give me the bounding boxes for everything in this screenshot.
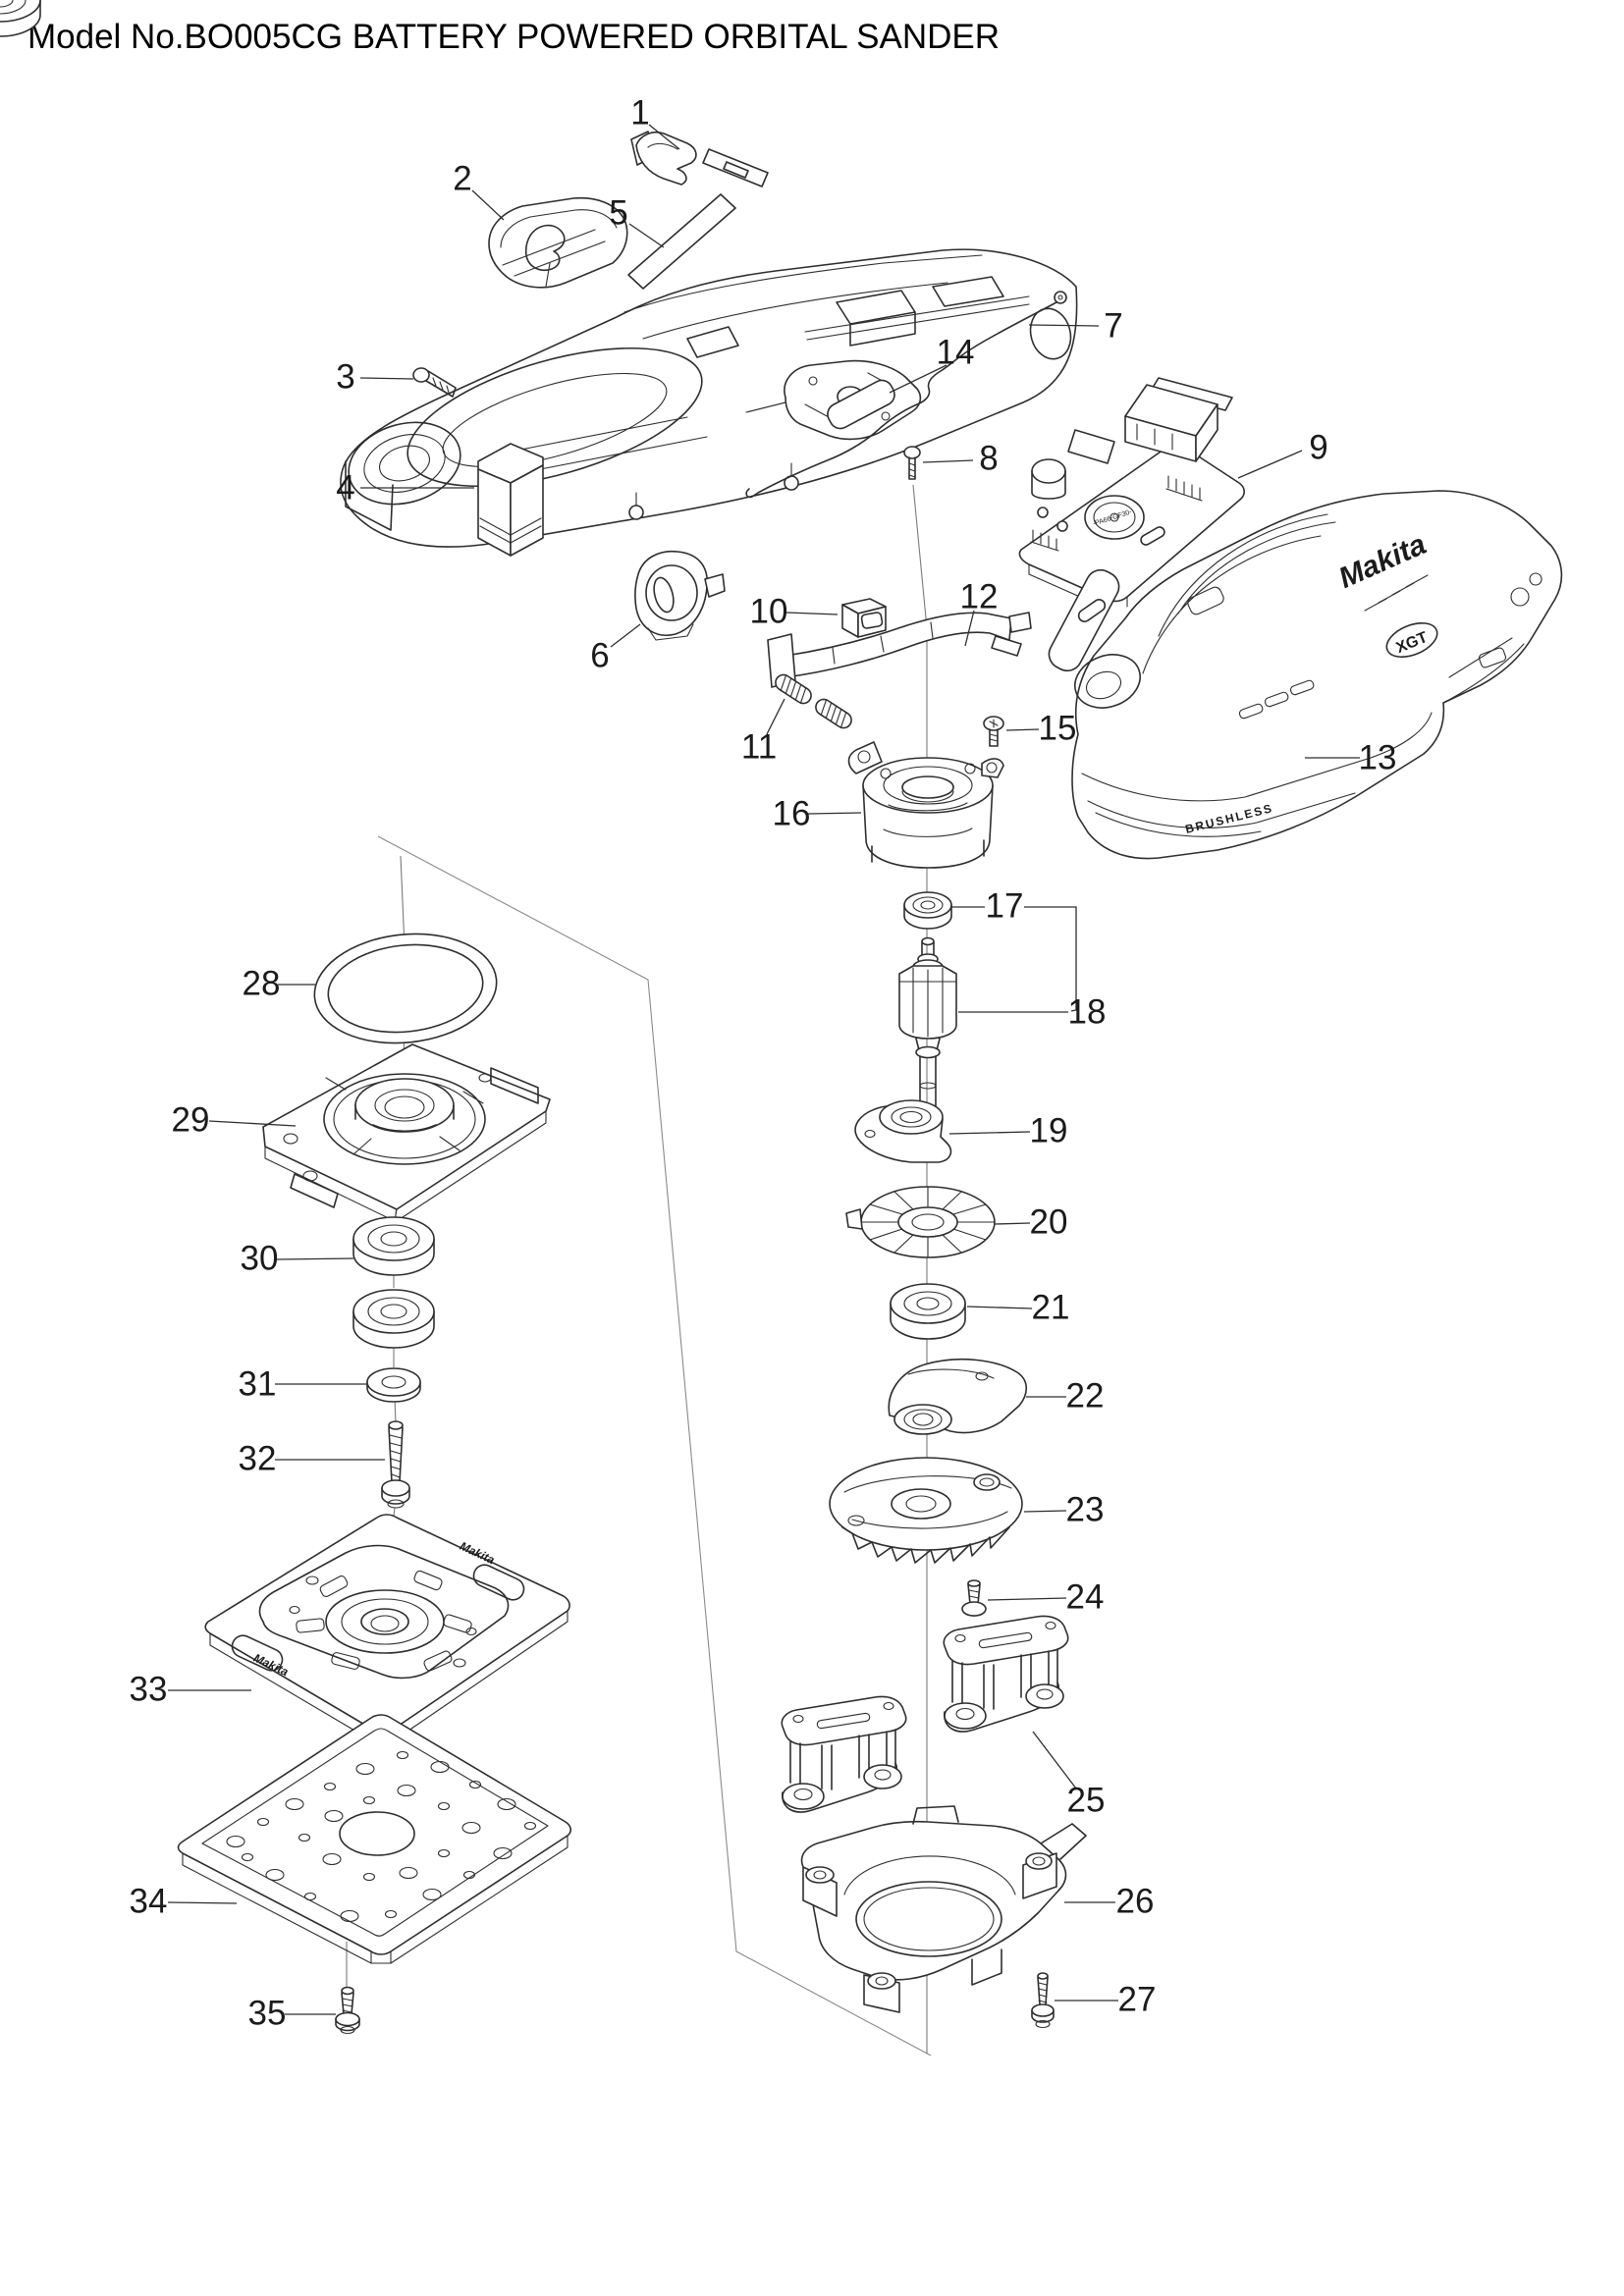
- part-callout-31: 31: [239, 1365, 277, 1404]
- leader-line-3: [359, 377, 414, 380]
- part-26-base-ring-drawing: [800, 1805, 1087, 2013]
- part-callout-21: 21: [1032, 1289, 1070, 1327]
- part-15-screw-drawing: [983, 716, 1004, 747]
- leader-line-25: [1032, 1731, 1077, 1789]
- leader-line-23: [1023, 1510, 1067, 1513]
- part-7-wire-drawing: [745, 291, 1067, 499]
- part-9-controller-drawing: [1018, 377, 1245, 610]
- part-23-disc-drawing: [829, 1457, 1023, 1564]
- part-32-screw-drawing: [381, 1420, 410, 1509]
- leader-line-15: [1005, 728, 1040, 731]
- leader-line-1: [648, 124, 680, 150]
- part-24-screw-drawing: [961, 1579, 987, 1617]
- leader-line-24: [987, 1597, 1067, 1601]
- part-callout-29: 29: [172, 1101, 210, 1140]
- part-35-screw-drawing: [335, 1986, 360, 2035]
- part-18-armature-drawing: [898, 936, 957, 1129]
- part-callout-2: 2: [453, 160, 471, 198]
- part-callout-6: 6: [590, 637, 609, 675]
- part-callout-20: 20: [1030, 1203, 1068, 1242]
- part-19-retainer-drawing: [854, 1099, 952, 1163]
- part-callout-13: 13: [1359, 739, 1397, 777]
- part-callout-16: 16: [773, 795, 811, 833]
- part-3-screw-drawing: [412, 367, 457, 398]
- part-callout-17: 17: [986, 887, 1024, 926]
- part-20-fan-drawing: [845, 1186, 996, 1258]
- housing-body-drawing: [340, 248, 1078, 548]
- part-callout-3: 3: [336, 358, 354, 397]
- leader-line-5: [628, 223, 665, 248]
- part-callout-25: 25: [1067, 1782, 1106, 1820]
- part-11-springs-drawing: [775, 673, 855, 732]
- part-callout-4: 4: [336, 469, 354, 507]
- leader-line-16: [807, 812, 862, 815]
- part-4-dust-box-drawing: [477, 443, 544, 557]
- part-17-bearing-drawing: [903, 891, 952, 930]
- leader-line-17: [1024, 906, 1077, 1012]
- part-33-base-plate-drawing: [204, 1514, 570, 1742]
- part-29-bearing-box-drawing: [262, 1043, 551, 1222]
- part-16-motor-drawing: [847, 741, 1004, 869]
- part-callout-22: 22: [1066, 1377, 1105, 1415]
- leader-line-2: [471, 189, 505, 221]
- part-callout-11: 11: [741, 728, 777, 767]
- part-13-sander-drawing: [1071, 490, 1563, 860]
- leader-line-7: [1028, 324, 1100, 327]
- part-callout-8: 8: [979, 440, 998, 478]
- part-callout-18: 18: [1068, 993, 1107, 1032]
- part-callout-1: 1: [630, 94, 649, 133]
- part-callout-5: 5: [609, 194, 627, 233]
- part-callout-34: 34: [130, 1883, 168, 1921]
- part-21-bearing-drawing: [890, 1283, 966, 1340]
- leader-line-9: [1237, 450, 1303, 479]
- part-callout-12: 12: [960, 578, 999, 616]
- part-10-switch-drawing: [841, 598, 887, 638]
- part-callout-7: 7: [1104, 307, 1122, 346]
- leader-line-8: [922, 459, 974, 463]
- leader-line-19: [948, 1131, 1031, 1135]
- leader-line-20: [994, 1222, 1031, 1225]
- part-callout-10: 10: [750, 593, 788, 631]
- part-12-duct-drawing: [767, 612, 1032, 688]
- leader-line-11: [766, 698, 785, 735]
- part-34-pad-drawing: [177, 1714, 571, 1964]
- part-5-strip-drawing: [627, 193, 736, 290]
- part-22-guard-drawing: [888, 1358, 1028, 1435]
- part-callout-32: 32: [239, 1440, 277, 1478]
- part-callout-23: 23: [1066, 1491, 1105, 1529]
- leader-line-30: [276, 1257, 354, 1260]
- part-callout-27: 27: [1118, 1981, 1157, 2019]
- part-2-cover-drawing: [488, 196, 628, 289]
- part-14-felt-drawing: [827, 379, 895, 430]
- part-callout-30: 30: [241, 1240, 279, 1278]
- part-callout-33: 33: [130, 1671, 168, 1709]
- part-1-lock-lever-drawing: [630, 131, 769, 187]
- part-callout-9: 9: [1309, 429, 1327, 467]
- leader-line-6: [610, 623, 641, 648]
- part-30-bearings-drawing: [0, 0, 435, 1349]
- leader-line-14: [889, 364, 947, 394]
- part-callout-26: 26: [1116, 1883, 1155, 1921]
- page-title: Model No.BO005CG BATTERY POWERED ORBITAL…: [27, 18, 1000, 56]
- part-callout-24: 24: [1066, 1578, 1105, 1617]
- leader-line-10: [785, 612, 839, 615]
- leader-line-29: [208, 1120, 297, 1127]
- part-callout-28: 28: [243, 965, 281, 1003]
- leader-line-12: [964, 610, 975, 647]
- leader-line-21: [966, 1306, 1033, 1309]
- part-callout-35: 35: [248, 1995, 287, 2033]
- part-25-links-drawing: [781, 1615, 1069, 1813]
- part-27-screw-drawing: [1031, 1972, 1055, 2029]
- part-31-washer-drawing: [366, 1367, 421, 1403]
- part-8-screw-drawing: [903, 446, 921, 480]
- part-6-dial-drawing: [634, 550, 726, 641]
- part-28-o-ring-drawing: [313, 933, 498, 1044]
- part-callout-15: 15: [1039, 710, 1077, 748]
- part-callout-19: 19: [1030, 1112, 1068, 1150]
- part-callout-14: 14: [937, 334, 975, 372]
- leader-line-34: [167, 1901, 238, 1904]
